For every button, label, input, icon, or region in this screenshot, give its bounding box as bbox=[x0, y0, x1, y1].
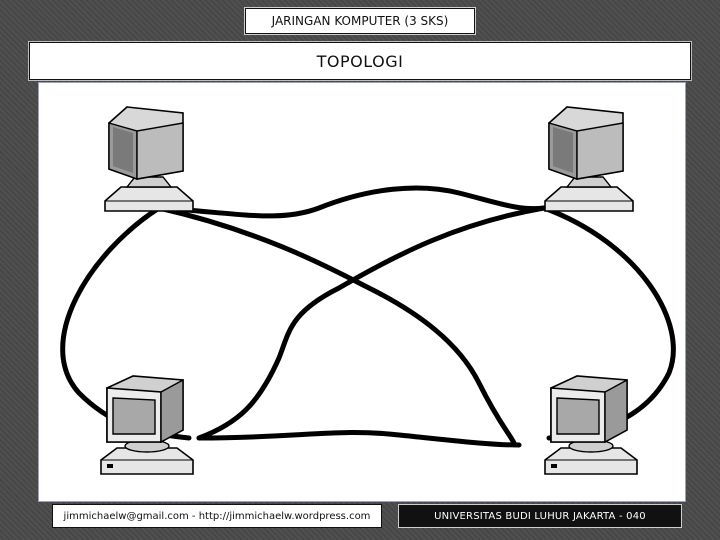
cable-tl-br bbox=[156, 205, 517, 446]
topology-diagram bbox=[38, 82, 686, 502]
course-label: JARINGAN KOMPUTER (3 SKS) bbox=[245, 8, 475, 34]
cable-tl-tr bbox=[156, 185, 547, 219]
footer-university: UNIVERSITAS BUDI LUHUR JAKARTA - 040 bbox=[398, 504, 682, 528]
computer-top-right bbox=[544, 106, 634, 212]
computer-bottom-right bbox=[544, 375, 638, 475]
slide-title: TOPOLOGI bbox=[29, 42, 691, 80]
computer-top-left bbox=[104, 106, 194, 212]
computer-bottom-left bbox=[100, 375, 194, 475]
topology-diagram-svg bbox=[60, 106, 676, 475]
footer-contact: jimmichaelw@gmail.com - http://jimmichae… bbox=[52, 504, 382, 528]
cable-bl-br bbox=[196, 430, 522, 448]
cable-tr-bl bbox=[196, 205, 547, 441]
